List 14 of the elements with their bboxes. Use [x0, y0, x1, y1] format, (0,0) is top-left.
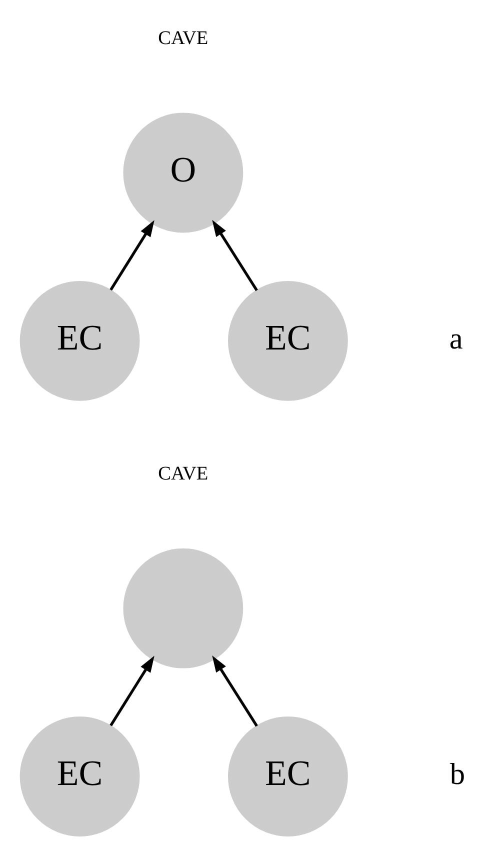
arrow: [109, 656, 154, 726]
label: CAVE: [158, 464, 208, 485]
arrow: [109, 220, 154, 291]
label: b: [449, 757, 465, 792]
arrow: [212, 220, 258, 292]
node-circle: EC: [227, 716, 348, 836]
arrow: [212, 655, 258, 727]
label: a: [448, 322, 462, 356]
node-circle: O: [122, 112, 243, 233]
node-circle: EC: [227, 280, 348, 401]
node-circle: EC: [19, 280, 140, 401]
node-circle: [122, 548, 243, 668]
label: CAVE: [158, 28, 208, 50]
node-circle: EC: [19, 716, 140, 836]
